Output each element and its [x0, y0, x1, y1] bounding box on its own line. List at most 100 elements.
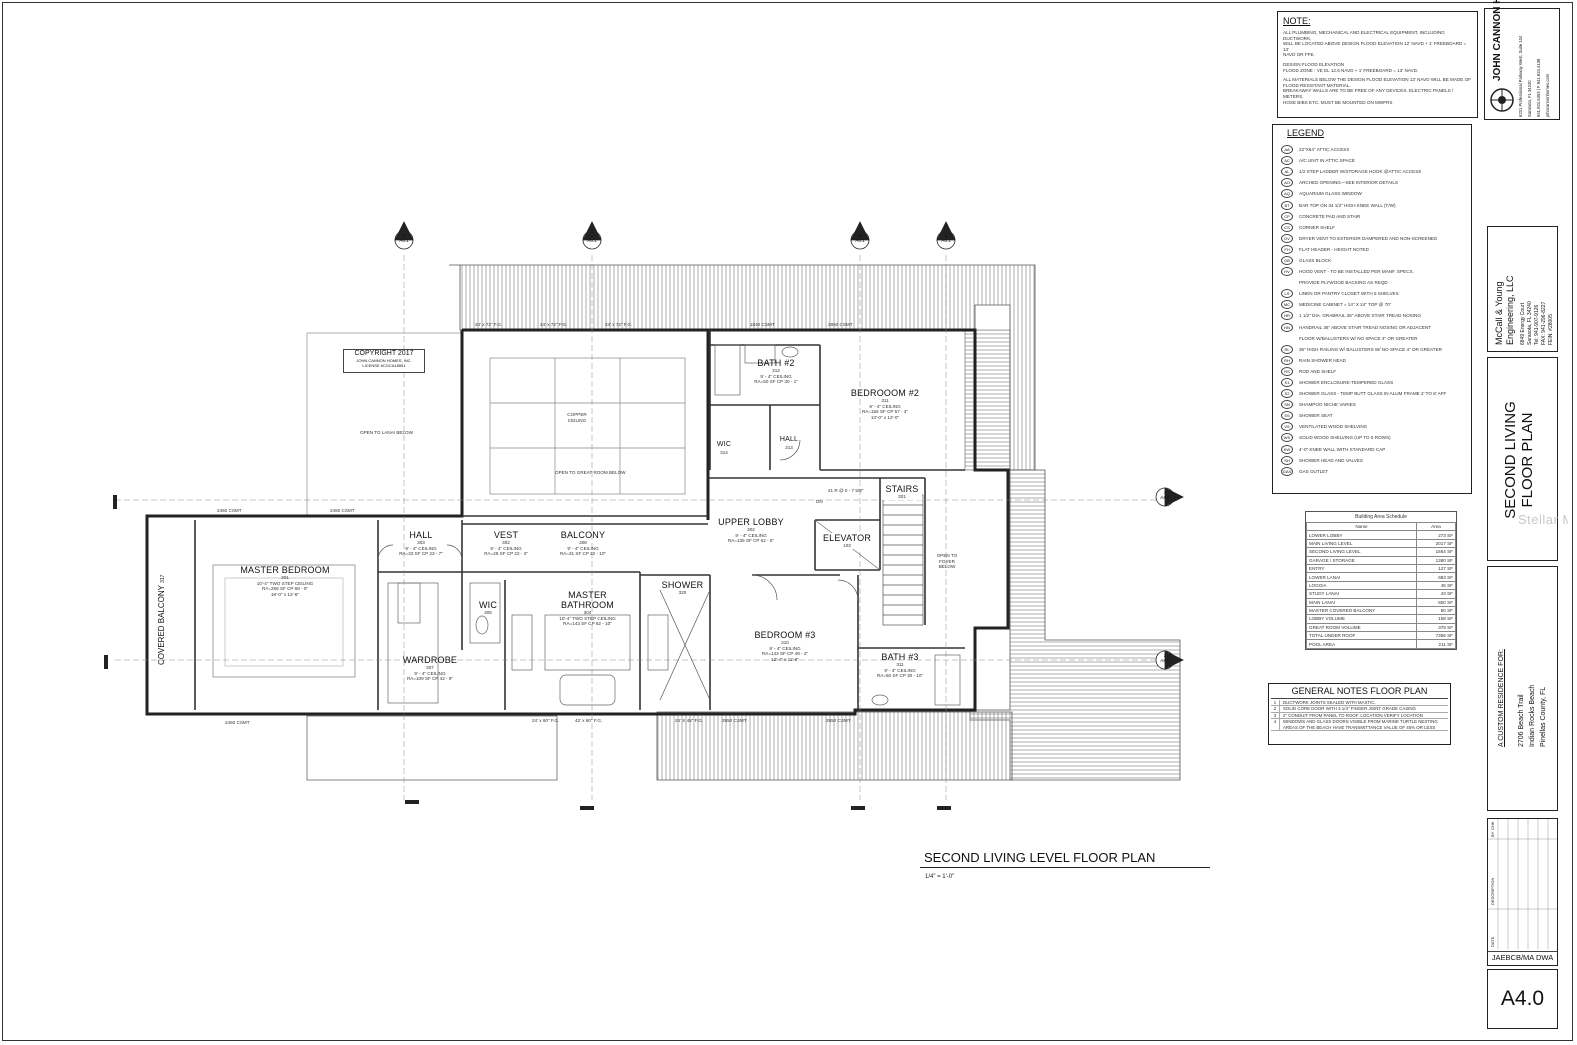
section-marker-1: 1 A6.1: [394, 233, 414, 243]
legend-item: RS ROD AND SHELF: [1275, 366, 1469, 377]
note-open-foyer: OPEN TO FOYER BELOW: [936, 553, 958, 570]
legend-text: ARCHED OPENING—SEE INTERIOR DETAILS: [1299, 180, 1398, 186]
section-marker-num: 1: [1163, 490, 1167, 495]
master-bath-fixtures: [387, 582, 669, 706]
area-col-name: Name: [1306, 521, 1417, 532]
legend-symbol-icon: S2: [1281, 389, 1293, 399]
general-note-text: WINDOWS AND GLASS DOORS VISIBLE FROM MAR…: [1283, 719, 1438, 730]
residence-label: A CUSTOM RESIDENCE FOR:: [1498, 649, 1505, 747]
note-stair-risers: 21 R @ 0 - 7 5/8": [828, 488, 864, 493]
section-marker-num: 2: [1163, 653, 1167, 658]
legend-symbol-icon: CP: [1281, 211, 1293, 221]
section-marker-sheet: A6.1: [941, 238, 951, 243]
engineer-detail-4: FEIN: #28005: [1548, 314, 1554, 345]
dim-label: 24' x 72" F.G.: [540, 322, 568, 327]
room-name: HALL: [779, 436, 799, 443]
room-master-bedroom: MASTER BEDROOM 301 10'-4" TWO STEP CEILI…: [240, 565, 330, 597]
legend-symbol-icon: GB: [1281, 255, 1293, 265]
room-number: 305: [484, 610, 492, 615]
area-value-cell: 7356 SF: [1416, 631, 1456, 641]
room-number: 310: [781, 640, 789, 645]
general-note-number: 4: [1271, 719, 1280, 731]
legend-text: LINEN OR PANTRY CLOSET WITH 5 SHELVES: [1299, 291, 1399, 297]
room-name: STAIRS: [885, 484, 919, 494]
section-marker-sheet: A6.1: [855, 238, 865, 243]
copyright-license: LICENSE #CGCA18551: [362, 363, 406, 368]
company-address-0: 6231 Professional Parkway West, Suite 10…: [1518, 35, 1523, 117]
general-note-number: 1: [1271, 700, 1280, 706]
legend-symbol-icon: LS: [1281, 289, 1293, 299]
legend-symbol-icon: SS: [1281, 411, 1293, 421]
legend-symbol-icon: RS: [1281, 366, 1293, 376]
room-area: RA=143 SF CP 62 - 10": [563, 621, 612, 626]
room-name: ELEVATOR: [822, 533, 872, 543]
sheet-number-block: A4.0: [1487, 969, 1558, 1029]
room-notes: 9' - 4" CEILING: [567, 545, 599, 551]
room-notes: 9' - 4" CEILING: [760, 373, 792, 379]
legend-text: 1 1/2" DIA. GRABRAIL 36" ABOVE STAIR TRE…: [1299, 313, 1421, 319]
revisions-drawn: JAEBCB/MA DWA: [1488, 951, 1557, 964]
area-value-cell: 273 SF: [1416, 530, 1456, 540]
copyright-title: COPYRIGHT 2017: [354, 350, 414, 357]
sheet-number: A4.0: [1500, 987, 1545, 1010]
area-value-cell: 80 SF: [1416, 605, 1456, 616]
section-marker-num: 1: [402, 233, 406, 238]
room-notes: 9' - 4" CEILING: [869, 403, 901, 409]
room-wardrobe: WARDROBE 307 9' - 4" CEILING RA=109 SF C…: [395, 655, 465, 682]
note-open-great-room: OPEN TO GREAT ROOM BELOW: [555, 470, 626, 475]
section-marker-right-1: 1 A6.0: [1155, 490, 1175, 500]
legend-symbol-icon: FH: [1281, 244, 1293, 254]
room-bath-2: BATH #2 312 9' - 4" CEILING RA=50 SF CP …: [745, 358, 807, 385]
room-master-bath: MASTER BATHROOM 304 10'-4" TWO STEP CEIL…: [545, 590, 630, 627]
area-value-cell: 1380 SF: [1416, 555, 1456, 565]
room-number: 307: [426, 665, 434, 670]
legend-symbol-icon: AQ: [1281, 189, 1293, 199]
plan-scale: 1/4" = 1'-0": [925, 874, 955, 880]
room-area: RA=256 SF CP 68 - 0": [261, 586, 309, 591]
area-value-cell: 127 SF: [1416, 563, 1456, 574]
area-name-cell: STUDY LANAI: [1306, 589, 1417, 599]
area-name-cell: LOWER LANAI: [1306, 572, 1417, 582]
revisions-col-chk: CHK: [1490, 821, 1495, 830]
engineer-detail-3: FAX: 941-296-8227: [1541, 301, 1547, 345]
legend-symbol-icon: HN: [1281, 322, 1293, 332]
area-value-cell: 600 SF: [1416, 597, 1456, 607]
dim-label: 24' x 60" F.G.: [532, 718, 560, 723]
area-name-cell: LOBBY VOLUME: [1306, 614, 1417, 624]
section-marker-num: 3: [944, 233, 948, 238]
legend-text: ROD AND SHELF: [1299, 368, 1337, 374]
legend-symbol-icon: S1: [1281, 378, 1293, 388]
exterior-walls: [145, 328, 1010, 716]
note-line: BREAKAWAY WALLS ARE TO BE FREE OF ANY DE…: [1283, 88, 1454, 99]
room-hall-bed2: HALL 313: [778, 435, 800, 451]
tray-ceiling-outline: [212, 564, 356, 678]
room-bath-3: BATH #3 311 9' - 4" CEILING RA=50 SF CP …: [868, 652, 932, 679]
room-stairs: STAIRS 301: [882, 484, 922, 500]
residence-address-2: Pinellas County, FL: [1540, 686, 1547, 747]
company-logo-icon: [1490, 88, 1514, 112]
dim-label: 42' x 60" F.G.: [575, 718, 603, 723]
room-number: 312: [772, 368, 780, 373]
note-line: HOSE BIBS ETC. MUST BE MOUNTED ON MWFRS: [1283, 99, 1393, 105]
legend-title: LEGEND: [1287, 128, 1325, 138]
dim-label: 2850 CSMT: [826, 718, 851, 723]
legend-text: SOLID WOOD SHELVING (UP TO 5 ROWS): [1299, 435, 1391, 441]
room-elevator: ELEVATOR 103: [818, 533, 876, 549]
note-block: NOTE: ALL PLUMBING, MECHANICAL AND ELECT…: [1277, 11, 1478, 118]
